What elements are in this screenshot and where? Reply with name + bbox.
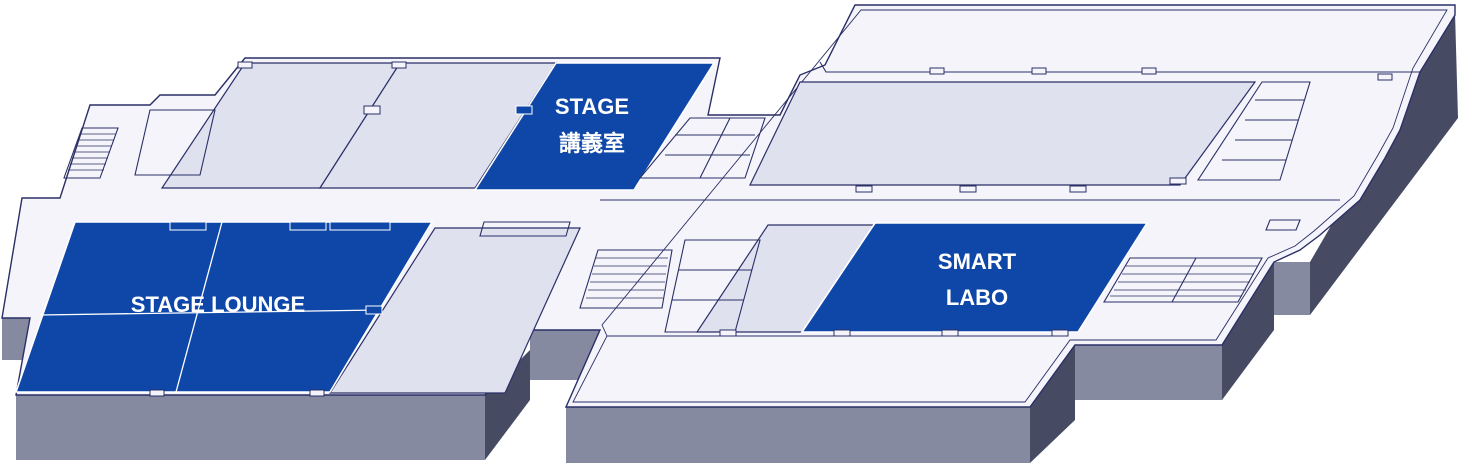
east-lounge-room bbox=[328, 227, 581, 394]
smart-labo[interactable] bbox=[800, 222, 1149, 333]
stage-room-label-line1: STAGE bbox=[555, 94, 629, 119]
stage-lounge[interactable] bbox=[14, 221, 434, 393]
stairs bbox=[63, 127, 1263, 309]
columns bbox=[149, 61, 1393, 397]
smart-labo-label-line1: SMART bbox=[938, 249, 1017, 274]
stair-center bbox=[579, 249, 673, 309]
north-room-2 bbox=[318, 62, 558, 189]
room-labels: STAGE 講義室 STAGE LOUNGE SMART LABO bbox=[131, 94, 1017, 317]
stair-west bbox=[63, 127, 119, 179]
stair-east bbox=[1103, 257, 1263, 303]
slab-sides bbox=[2, 12, 1458, 463]
stage-room[interactable] bbox=[473, 62, 716, 191]
stage-lounge-label: STAGE LOUNGE bbox=[131, 292, 305, 317]
hall-room bbox=[749, 81, 1257, 186]
smart-labo-label-line2: LABO bbox=[946, 285, 1008, 310]
plain-rooms bbox=[160, 62, 1257, 394]
stage-room-label-line2: 講義室 bbox=[559, 131, 625, 156]
